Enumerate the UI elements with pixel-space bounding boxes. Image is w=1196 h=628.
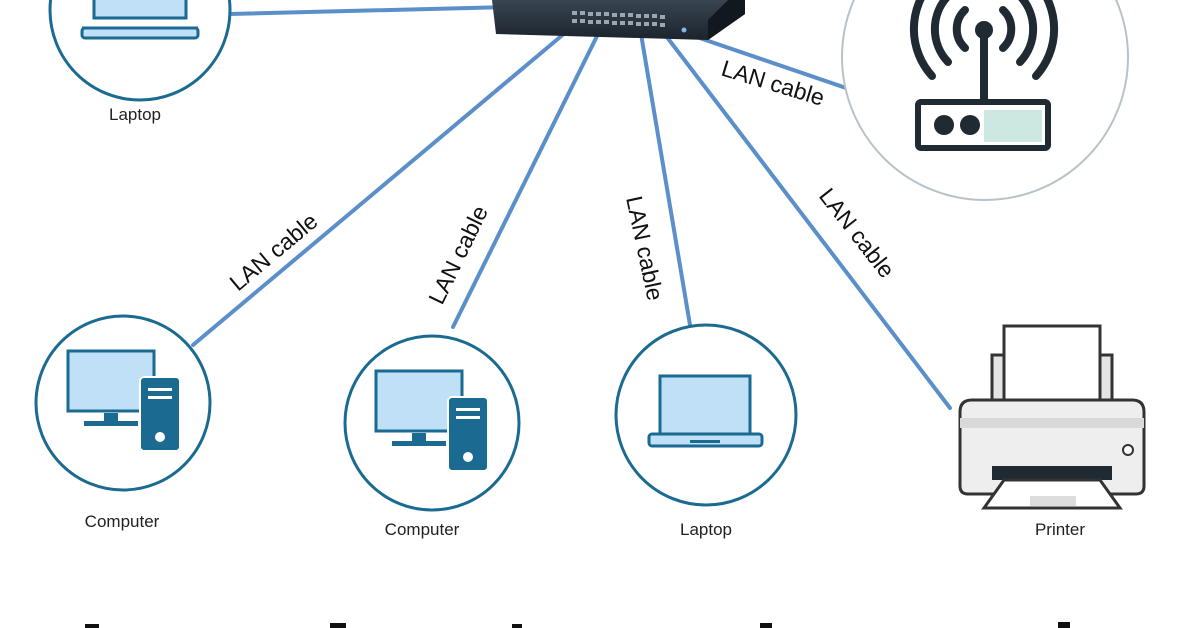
node-computer-middle: Computer [343,334,521,539]
printer-icon [958,324,1146,510]
cable-computer-left [191,20,580,347]
node-laptop-top: Laptop [48,0,232,124]
laptop-icon [80,0,200,40]
cable-labels: LAN cable LAN cable LAN cable LAN cable … [225,55,900,308]
network-switch-icon [492,0,745,40]
bottom-cropped-text [85,622,1070,628]
cable-label-printer: LAN cable [814,183,900,283]
cable-label-computer-left: LAN cable [225,208,323,296]
cables [191,4,952,410]
cable-label-laptop-bottom: LAN cable [621,194,668,303]
cable-label-computer-middle: LAN cable [423,201,493,308]
node-printer: Printer [958,324,1146,539]
wifi-router-icon [909,0,1059,151]
node-laptop-bottom: Laptop [614,323,798,539]
desktop-computer-icon [66,349,181,452]
node-label-laptop-top: Laptop [109,105,161,124]
switch-ports [572,11,665,27]
node-router [841,0,1129,201]
cable-laptop-bottom [638,26,692,327]
cable-computer-middle [451,24,604,329]
node-label-printer: Printer [1035,520,1085,539]
node-label-computer-left: Computer [85,512,160,531]
laptop-icon [647,374,764,448]
node-label-computer-middle: Computer [385,520,460,539]
cable-printer [658,26,952,410]
node-computer-left: Computer [34,314,212,531]
laptop-top-ring [48,0,232,102]
node-label-laptop-bottom: Laptop [680,520,732,539]
desktop-computer-icon [374,369,489,472]
switch-led [681,27,687,33]
